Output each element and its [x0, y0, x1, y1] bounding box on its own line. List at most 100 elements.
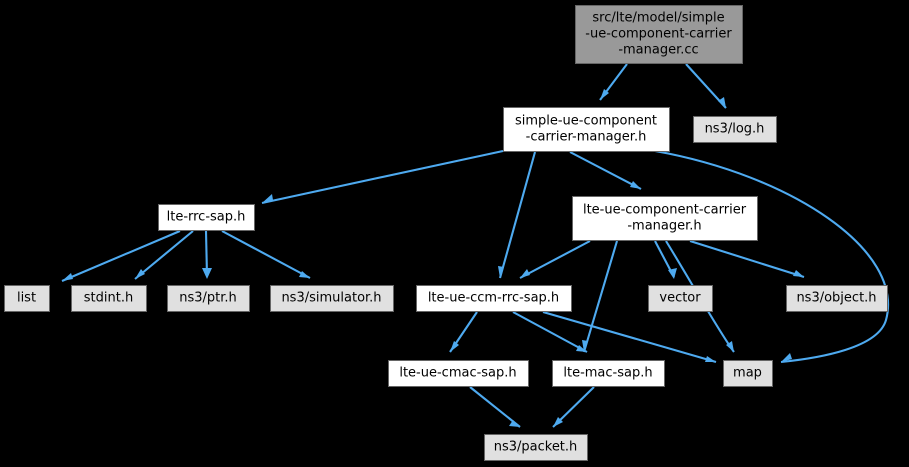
arrowhead-icon: [553, 417, 563, 427]
graph-node-lte-mac-sap-h[interactable]: lte-mac-sap.h: [552, 360, 665, 387]
edge-line: [519, 240, 591, 279]
node-label: -ue-component-carrier: [585, 27, 732, 42]
arrowhead-icon: [262, 194, 273, 203]
edge-lte-ue-ccm-h-to-vector: [654, 240, 677, 279]
edge-line: [654, 149, 889, 364]
edge-line: [469, 386, 521, 428]
graph-node-lte-rrc-sap-h[interactable]: lte-rrc-sap.h: [158, 204, 255, 231]
node-label: stdint.h: [84, 291, 133, 306]
node-label: lte-ue-ccm-rrc-sap.h: [428, 291, 559, 306]
graph-node-ns3-object-h[interactable]: ns3/object.h: [786, 285, 888, 312]
node-box[interactable]: [786, 285, 888, 312]
node-box[interactable]: [270, 285, 394, 312]
arrowhead-icon: [793, 270, 804, 277]
node-box[interactable]: [416, 285, 572, 312]
node-box[interactable]: [388, 360, 529, 387]
node-label: ns3/ptr.h: [179, 291, 237, 306]
arrowhead-icon: [520, 269, 530, 278]
edge-line: [689, 239, 805, 279]
arrowhead-icon: [718, 97, 726, 108]
edge-lte-mac-sap-h-to-ns3-packet-h: [552, 386, 595, 428]
graph-node-lte-ue-ccm-h[interactable]: lte-ue-component-carrier-manager.h: [572, 196, 758, 241]
node-box[interactable]: [552, 360, 665, 387]
node-label: ns3/log.h: [705, 122, 765, 137]
graph-node-lte-ue-cmac-sap-h[interactable]: lte-ue-cmac-sap.h: [388, 360, 529, 387]
edge-lte-ue-ccm-h-to-ns3-object-h: [689, 239, 805, 279]
edge-lte-ue-ccm-h-to-lte-ue-ccm-rrc-sap-h: [519, 240, 591, 279]
node-label: -carrier-manager.h: [526, 130, 647, 145]
node-box[interactable]: [575, 5, 743, 64]
edge-line: [221, 230, 311, 279]
arrowhead-icon: [450, 341, 459, 352]
edge-line: [61, 230, 181, 282]
edge-layer: [61, 63, 889, 428]
arrowhead-icon: [781, 353, 792, 362]
edge-lte-ue-ccm-rrc-sap-h-to-lte-ue-cmac-sap-h: [449, 311, 478, 353]
graph-node-ns3-ptr-h[interactable]: ns3/ptr.h: [167, 285, 250, 312]
edge-lte-rrc-sap-h-to-list: [61, 230, 181, 282]
edge-simple-ue-ccm-h-to-lte-rrc-sap-h: [261, 149, 504, 205]
node-label: list: [17, 291, 36, 306]
node-label: ns3/simulator.h: [281, 291, 381, 306]
node-label: -manager.h: [627, 219, 701, 234]
node-box[interactable]: [167, 285, 250, 312]
arrowhead-icon: [135, 269, 145, 279]
node-label: ns3/packet.h: [494, 440, 578, 455]
edge-line: [569, 151, 642, 190]
arrowhead-icon: [299, 271, 310, 278]
node-box[interactable]: [723, 360, 773, 387]
node-label: src/lte/model/simple: [592, 11, 724, 26]
edge-lte-rrc-sap-h-to-stdint-h: [134, 230, 194, 280]
graph-node-ns3-packet-h[interactable]: ns3/packet.h: [484, 434, 588, 461]
edge-lte-ue-ccm-rrc-sap-h-to-lte-mac-sap-h: [512, 311, 588, 353]
graph-node-root[interactable]: src/lte/model/simple-ue-component-carrie…: [575, 5, 743, 64]
edge-root-to-simple-ue-ccm-h: [599, 63, 628, 101]
edge-line: [134, 230, 194, 280]
node-label: -manager.cc: [618, 43, 698, 58]
arrowhead-icon: [202, 268, 212, 279]
node-label: map: [733, 366, 762, 381]
node-box[interactable]: [693, 116, 777, 143]
edge-lte-rrc-sap-h-to-ns3-simulator-h: [221, 230, 311, 279]
node-box[interactable]: [71, 285, 147, 312]
graph-node-ns3-log-h[interactable]: ns3/log.h: [693, 116, 777, 143]
arrowhead-icon: [509, 420, 520, 427]
graph-node-lte-ue-ccm-rrc-sap-h[interactable]: lte-ue-ccm-rrc-sap.h: [416, 285, 572, 312]
edge-simple-ue-ccm-h-to-lte-ue-ccm-h: [569, 151, 642, 190]
edge-simple-ue-ccm-h-to-map: [654, 149, 889, 364]
edge-lte-ue-cmac-sap-h-to-ns3-packet-h: [469, 386, 521, 428]
graph-node-vector[interactable]: vector: [648, 285, 713, 312]
edge-line: [261, 149, 504, 205]
graph-node-simple-ue-ccm-h[interactable]: simple-ue-component-carrier-manager.h: [503, 107, 670, 152]
edge-lte-rrc-sap-h-to-ns3-ptr-h: [202, 230, 212, 279]
arrowhead-icon: [705, 356, 716, 362]
graph-node-map[interactable]: map: [723, 360, 773, 387]
node-box[interactable]: [4, 285, 50, 312]
graph-node-ns3-simulator-h[interactable]: ns3/simulator.h: [270, 285, 394, 312]
edge-lte-ue-ccm-h-to-lte-ue-cmac-sap-h: [582, 240, 619, 353]
node-box[interactable]: [648, 285, 713, 312]
arrowhead-icon: [668, 268, 677, 279]
node-label: lte-ue-component-carrier: [583, 203, 747, 218]
arrowhead-icon: [498, 266, 504, 278]
node-label: ns3/object.h: [796, 291, 876, 306]
graph-node-stdint-h[interactable]: stdint.h: [71, 285, 147, 312]
node-label: lte-mac-sap.h: [563, 366, 652, 381]
arrowhead-icon: [576, 345, 587, 352]
graph-node-list[interactable]: list: [4, 285, 50, 312]
arrowhead-icon: [630, 181, 641, 189]
node-layer: src/lte/model/simple-ue-component-carrie…: [4, 5, 888, 461]
arrowhead-icon: [600, 89, 609, 100]
node-box[interactable]: [572, 196, 758, 241]
edge-root-to-ns3-log-h: [685, 63, 727, 109]
node-box[interactable]: [484, 434, 588, 461]
node-label: simple-ue-component: [515, 114, 657, 129]
node-box[interactable]: [503, 107, 670, 152]
node-label: vector: [659, 291, 701, 306]
node-box[interactable]: [158, 204, 255, 231]
edge-line: [582, 240, 619, 353]
edge-line: [498, 151, 537, 279]
arrowhead-icon: [62, 273, 73, 281]
edge-simple-ue-ccm-h-to-lte-ue-ccm-rrc-sap-h: [498, 151, 537, 279]
